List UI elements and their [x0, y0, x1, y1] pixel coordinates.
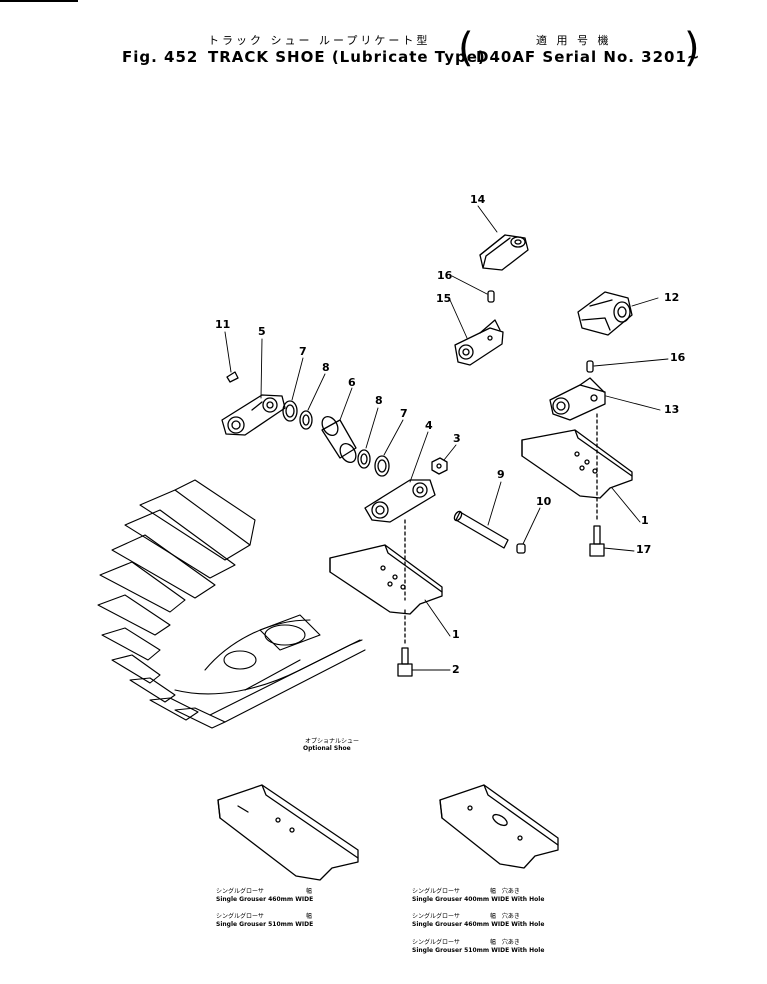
callout-8-second: 8: [375, 394, 383, 407]
part-4-link: [364, 479, 436, 601]
top-rule: [0, 0, 78, 2]
callout-4: 4: [425, 419, 433, 432]
callout-7-second: 7: [400, 407, 408, 420]
caption-right-2-jp: シングルグローサ 幅 穴あき: [412, 913, 520, 920]
callout-15: 15: [436, 292, 452, 305]
part-14-block: [479, 234, 529, 271]
optional-shoe-right: [439, 784, 559, 869]
caption-right-1-jp: シングルグローサ 幅 穴あき: [412, 888, 520, 895]
part-8-ring-left: [299, 410, 313, 430]
caption-left-1-jp: シングルグローサ 幅: [216, 888, 312, 895]
page-title: TRACK SHOE (Lubricate Type): [208, 48, 486, 66]
part-16-pin-top: [487, 290, 495, 303]
leader-lines: [224, 205, 669, 671]
callout-5: 5: [258, 325, 266, 338]
title-japanese: トラック シュー ループリケート型: [208, 34, 431, 47]
callout-7: 7: [299, 345, 307, 358]
callout-17: 17: [636, 543, 652, 556]
part-10-plug: [516, 543, 526, 554]
part-9-pin: [453, 510, 509, 549]
part-13-link: [549, 377, 606, 421]
callout-11: 11: [215, 318, 231, 331]
callout-3: 3: [453, 432, 461, 445]
callout-14: 14: [470, 193, 486, 206]
part-16-pin-right: [586, 360, 594, 373]
callout-10: 10: [536, 495, 552, 508]
callout-9: 9: [497, 468, 505, 481]
part-11-plug: [226, 371, 239, 383]
caption-left-2: Single Grouser 510mm WIDE: [216, 921, 314, 928]
optional-shoe-label: Optional Shoe: [303, 745, 351, 752]
part-8-ring-right: [357, 449, 371, 469]
caption-right-3: Single Grouser 510mm WIDE With Hole: [412, 947, 545, 954]
callout-16-second: 16: [670, 351, 686, 364]
callout-8: 8: [322, 361, 330, 374]
paren-open: (: [458, 25, 474, 71]
part-17-bolt: [589, 525, 605, 557]
caption-right-3-jp: シングルグローサ 幅 穴あき: [412, 939, 520, 946]
track-assembly: [97, 479, 366, 729]
callout-1-second: 1: [452, 628, 460, 641]
part-7-seal-left: [282, 400, 298, 422]
callout-6: 6: [348, 376, 356, 389]
optional-shoe-label-jp: オプショナルシュー: [305, 738, 360, 745]
caption-left-1: Single Grouser 460mm WIDE: [216, 896, 314, 903]
callout-16: 16: [437, 269, 453, 282]
part-3-nut: [431, 457, 448, 475]
paren-close: ): [684, 25, 700, 71]
model-serial: D40AF Serial No. 3201~: [476, 48, 701, 66]
caption-left-2-jp: シングルグローサ 幅: [216, 913, 312, 920]
part-15-link: [454, 319, 504, 366]
callout-2: 2: [452, 663, 460, 676]
callout-13: 13: [664, 403, 680, 416]
part-1-shoe-middle: [329, 544, 443, 646]
part-5-link: [221, 394, 286, 436]
callout-12: 12: [664, 291, 680, 304]
part-1-shoe-right: [521, 413, 633, 521]
optional-shoe-left: [217, 784, 359, 881]
figure-number: Fig. 452: [122, 48, 199, 66]
applicable-japanese: 適 用 号 機: [536, 34, 612, 47]
part-6-bushing: [321, 416, 357, 463]
callout-1: 1: [641, 514, 649, 527]
part-2-bolt: [397, 647, 413, 677]
part-7-seal-right: [374, 455, 390, 477]
caption-right-1: Single Grouser 400mm WIDE With Hole: [412, 896, 545, 903]
part-12-block: [577, 291, 633, 336]
caption-right-2: Single Grouser 460mm WIDE With Hole: [412, 921, 545, 928]
